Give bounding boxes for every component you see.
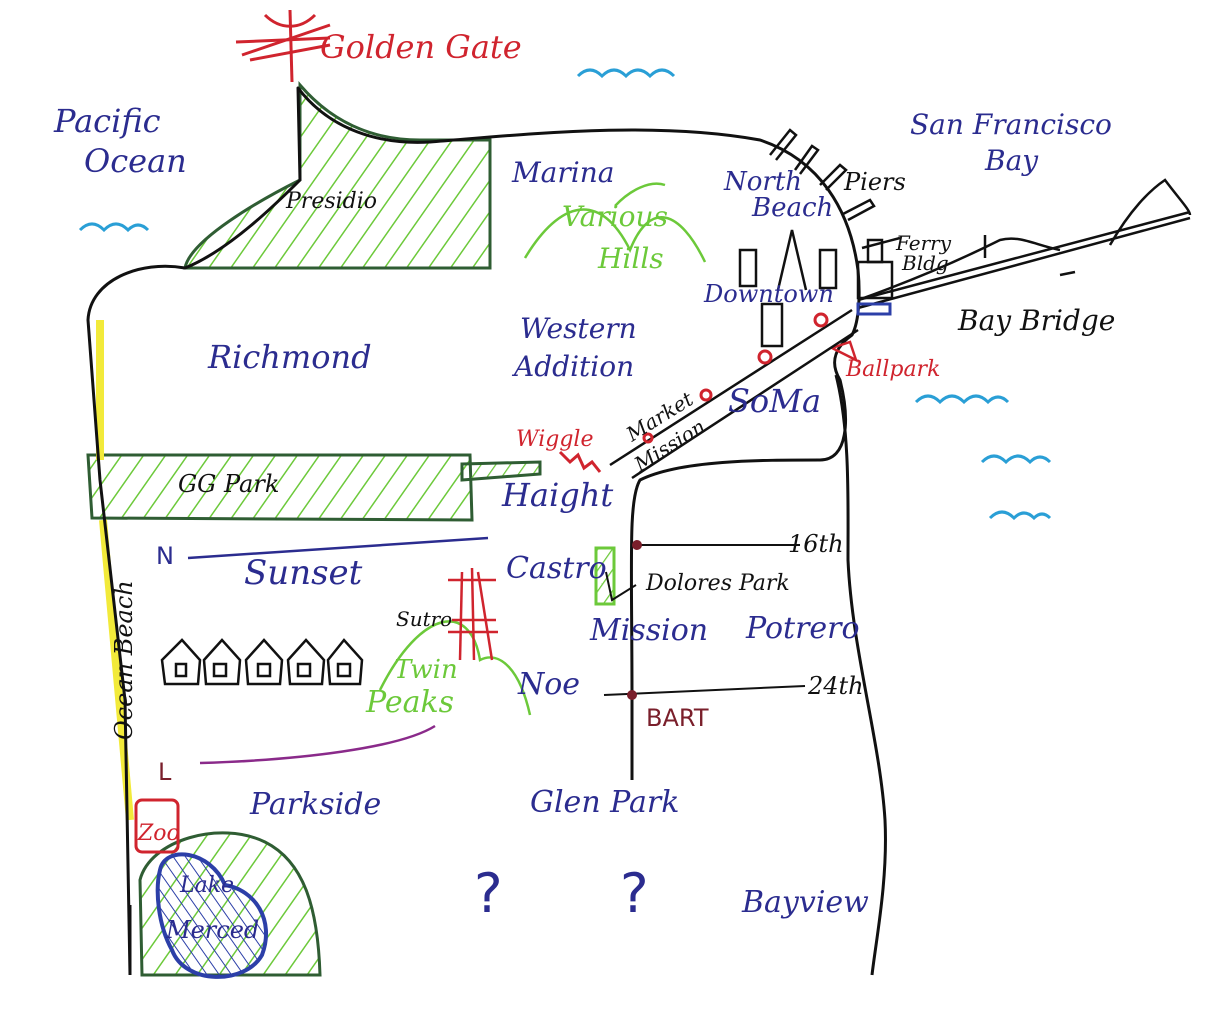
- sutro-tower-icon: [448, 567, 498, 661]
- label-golden-gate: Golden Gate: [320, 28, 522, 66]
- label-24th: 24th: [807, 672, 864, 700]
- label-various-1: Various: [562, 200, 668, 233]
- label-ocean-beach: Ocean Beach: [110, 580, 138, 740]
- label-haight: Haight: [501, 476, 613, 514]
- label-twin: Twin: [394, 655, 458, 685]
- label-parkside: Parkside: [249, 787, 381, 822]
- ballpark-shape: [828, 340, 859, 363]
- label-question-1: ?: [474, 862, 503, 925]
- city-outline-east: [834, 374, 887, 976]
- bart-16th-station: [632, 540, 642, 550]
- label-n-line: N: [156, 542, 174, 570]
- label-pacific-2: Ocean: [84, 142, 187, 180]
- label-western-1: Western: [520, 312, 637, 345]
- zoo-box: [134, 798, 180, 854]
- label-north-2: Beach: [751, 193, 833, 223]
- house-icon: [160, 638, 364, 686]
- panhandle-park: [460, 460, 542, 482]
- label-various-2: Hills: [597, 242, 664, 275]
- pier-icon: [769, 128, 876, 222]
- label-bart: BART: [646, 704, 709, 732]
- label-north-1: North: [723, 167, 802, 197]
- label-glen-park: Glen Park: [530, 785, 679, 820]
- label-piers: Piers: [843, 168, 906, 196]
- label-western-2: Addition: [511, 350, 634, 383]
- label-potrero: Potrero: [745, 611, 860, 646]
- l-line: [199, 724, 436, 765]
- label-ferry-2: Bldg: [901, 251, 949, 275]
- bart-station-icon: [642, 312, 829, 444]
- label-sf-bay-1: San Francisco: [910, 108, 1112, 141]
- label-merced: Merced: [165, 916, 259, 944]
- label-lake: Lake: [179, 873, 234, 898]
- label-castro: Castro: [506, 551, 607, 586]
- label-bayview: Bayview: [741, 885, 869, 920]
- label-question-2: ?: [620, 862, 649, 925]
- wave-icon: [78, 68, 1052, 521]
- label-soma: SoMa: [728, 382, 821, 420]
- label-pacific-1: Pacific: [53, 102, 161, 140]
- bart-24th-station: [627, 690, 637, 700]
- label-bay-bridge: Bay Bridge: [957, 304, 1115, 337]
- presidio-park: [183, 80, 492, 270]
- various-hills-shape: [523, 208, 707, 263]
- hills-top: [614, 182, 666, 207]
- label-noe: Noe: [517, 667, 580, 702]
- n-line: [187, 536, 489, 560]
- golden-gate-bridge-icon: [235, 9, 331, 83]
- city-outline: [86, 86, 861, 976]
- label-wiggle: Wiggle: [516, 427, 593, 452]
- label-mission: Mission: [589, 613, 708, 648]
- label-peaks: Peaks: [365, 685, 454, 720]
- label-marina: Marina: [511, 156, 614, 189]
- label-downtown: Downtown: [703, 280, 834, 308]
- twin-peaks-shape: [378, 620, 532, 716]
- dolores-park-pointer: [605, 571, 637, 602]
- lake-merced: [155, 852, 268, 979]
- golden-gate-park: [86, 453, 474, 522]
- label-richmond: Richmond: [207, 338, 372, 376]
- twenty-fourth-street: [603, 685, 806, 696]
- label-ballpark: Ballpark: [845, 357, 940, 382]
- wiggle-route: [558, 450, 602, 473]
- label-sf-bay-2: Bay: [984, 144, 1039, 177]
- mission-street-line: [631, 328, 859, 480]
- label-16th: 16th: [788, 530, 844, 558]
- label-presidio: Presidio: [285, 189, 377, 214]
- ferry-terminal: [856, 302, 892, 316]
- label-ferry-1: Ferry: [895, 231, 952, 255]
- label-gg-park: GG Park: [178, 470, 279, 498]
- building-icon: [738, 229, 838, 348]
- label-zoo: Zoo: [137, 821, 180, 846]
- label-sutro: Sutro: [396, 607, 452, 631]
- ferry-building-icon: [856, 236, 901, 300]
- label-dolores-park: Dolores Park: [645, 571, 790, 596]
- label-l-line: L: [158, 758, 172, 786]
- label-sunset: Sunset: [244, 553, 363, 593]
